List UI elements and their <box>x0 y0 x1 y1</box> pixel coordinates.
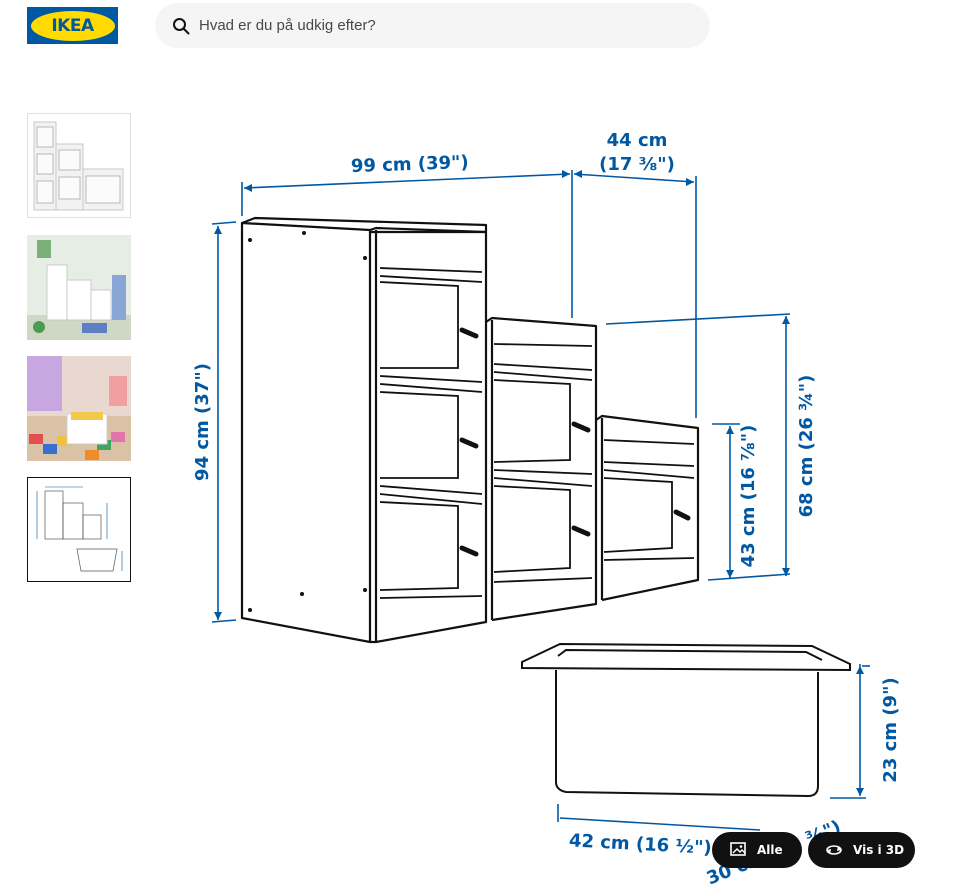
ikea-logo[interactable]: IKEA <box>27 7 118 44</box>
dimension-drawing: 99 cm (39") 44 cm (17 ⅜") 94 cm (37") 68… <box>192 130 901 889</box>
thumbnail-measurements[interactable] <box>27 477 131 582</box>
view-in-3d-label: Vis i 3D <box>853 843 905 857</box>
dim-box-height: 23 cm (9") <box>880 677 901 782</box>
logo-oval: IKEA <box>30 10 115 41</box>
dim-depth-line2: (17 ⅜") <box>599 154 675 175</box>
search-bar[interactable] <box>155 3 710 48</box>
dim-height-mid: 68 cm (26 ¾") <box>796 375 817 518</box>
search-icon <box>172 17 190 35</box>
gallery-icon <box>730 842 746 856</box>
search-input[interactable] <box>199 17 679 34</box>
dim-box-width: 42 cm (16 ½") <box>568 830 712 858</box>
dim-height-low: 43 cm (16 ⅞") <box>738 425 759 568</box>
rotate-3d-icon <box>826 845 842 855</box>
view-in-3d-button[interactable]: Vis i 3D <box>808 832 915 868</box>
dim-width-total: 99 cm (39") <box>351 152 470 177</box>
all-images-label: Alle <box>757 843 783 857</box>
main-product-image[interactable]: 99 cm (39") 44 cm (17 ⅜") 94 cm (37") 68… <box>180 95 940 891</box>
thumbnail-lifestyle-room[interactable] <box>27 235 131 340</box>
logo-text: IKEA <box>51 15 94 36</box>
dim-depth-line1: 44 cm <box>607 130 668 151</box>
dim-height-total: 94 cm (37") <box>192 363 213 481</box>
all-images-button[interactable]: Alle <box>712 832 802 868</box>
thumbnail-lifestyle-box-toys[interactable] <box>27 356 131 461</box>
thumbnail-product-front[interactable] <box>27 113 131 218</box>
